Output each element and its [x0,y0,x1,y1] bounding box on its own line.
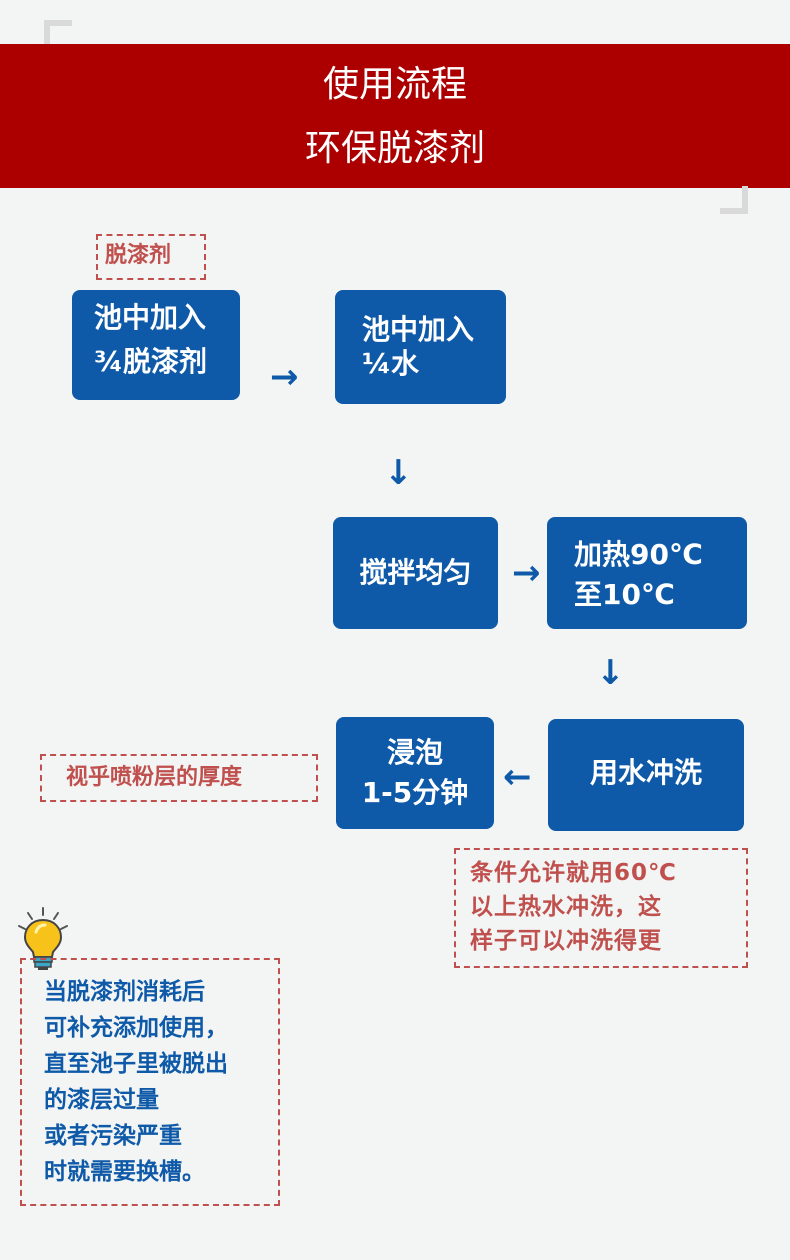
tip-line3: 直至池子里被脱出 [44,1051,228,1077]
tip-box: 当脱漆剂消耗后 可补充添加使用， 直至池子里被脱出 的漆层过量 或者污染严重 时… [20,958,280,1206]
step2-line1: 池中加入 [362,313,475,346]
step3-line1: 搅拌均匀 [359,556,472,589]
step5-line1: 用水冲洗 [589,756,702,789]
step6-line2: 1-5分钟 [361,776,469,809]
step2-box: 池中加入 ¼水 [335,290,506,404]
top-tag: 脱漆剂 [96,234,206,280]
step4-line1: 加热90℃ [574,538,703,571]
step5-box: 用水冲洗 [548,719,744,831]
corner-decoration-top-left [44,20,72,48]
rinse-note: 条件允许就用60℃ 以上热水冲洗，这 样子可以冲洗得更 [454,848,748,968]
rinse-note-line1: 条件允许就用60℃ [470,860,677,886]
lightbulb-icon [18,907,68,970]
arrow-step3-to-step4: → [512,553,541,593]
top-tag-label: 脱漆剂 [105,243,172,268]
soak-note-text: 视乎喷粉层的厚度 [66,765,243,790]
title-banner: 使用流程 环保脱漆剂 [0,44,790,188]
tip-line6: 时就需要换槽。 [44,1159,205,1185]
step4-box: 加热90℃ 至10℃ [547,517,747,629]
arrow-step2-to-step3: ↓ [384,453,413,493]
step1-line2: ¾脱漆剂 [94,345,207,378]
corner-decoration-bottom-right [720,186,748,214]
arrow-step4-to-step5: ↓ [596,653,625,693]
tip-line5: 或者污染严重 [44,1123,182,1149]
banner-title-line2: 环保脱漆剂 [304,128,485,169]
step1-box: 池中加入 ¾脱漆剂 [72,290,240,400]
step4-line2: 至10℃ [574,578,675,611]
step1-line1: 池中加入 [94,301,207,334]
banner-title-line1: 使用流程 [322,64,467,105]
step6-line1: 浸泡 [386,736,443,769]
step2-line2: ¼水 [362,347,419,380]
tip-line2: 可补充添加使用， [44,1015,228,1041]
tip-line1: 当脱漆剂消耗后 [44,979,205,1005]
arrow-step5-to-step6: ← [503,757,532,797]
rinse-note-line2: 以上热水冲洗，这 [470,894,662,920]
arrow-step1-to-step2: → [270,357,299,397]
step6-box: 浸泡 1-5分钟 [336,717,494,829]
rinse-note-line3: 样子可以冲洗得更 [470,928,662,954]
tip-line4: 的漆层过量 [44,1087,159,1113]
soak-note: 视乎喷粉层的厚度 [40,754,318,802]
step3-box: 搅拌均匀 [333,517,498,629]
